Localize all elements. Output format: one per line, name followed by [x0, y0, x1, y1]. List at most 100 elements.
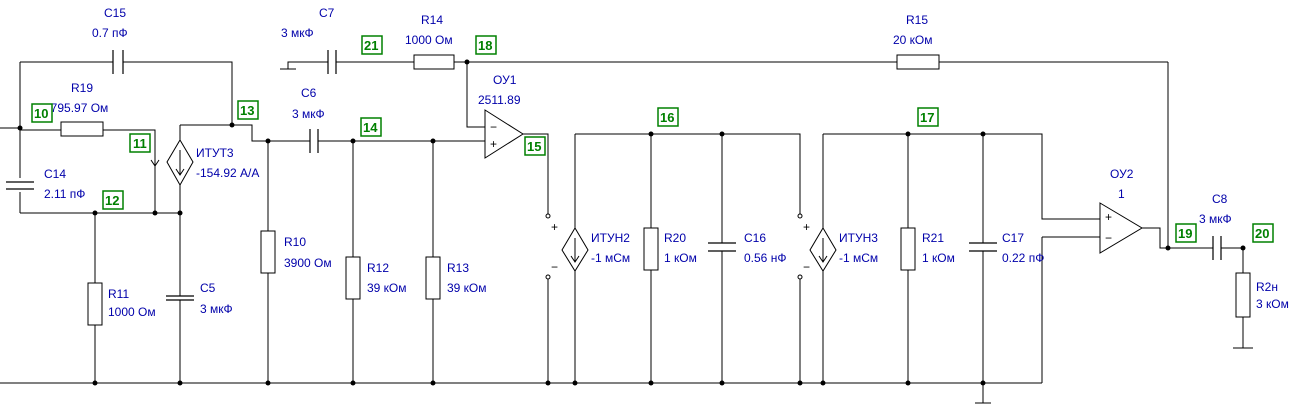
c6-value: 3 мкФ — [292, 107, 325, 121]
r19-name: R19 — [71, 81, 93, 95]
c15-value: 0.7 пФ — [92, 26, 128, 40]
component-labels: C15 0.7 пФ R19 7795.97 Ом C14 2.11 пФ R1… — [44, 6, 1289, 319]
capacitor-c7-symbol[interactable] — [280, 50, 337, 74]
node-tag-10: 10 — [31, 103, 53, 123]
node-tag-19: 19 — [1175, 223, 1197, 243]
c8-name: C8 — [1212, 192, 1228, 206]
capacitor-c5-symbol[interactable] — [166, 295, 194, 301]
ou1-value: 2511.89 — [478, 93, 521, 107]
c17-value: 0.22 пФ — [1002, 251, 1044, 265]
node-tag-17: 17 — [917, 107, 939, 127]
capacitor-c14-symbol[interactable] — [6, 178, 34, 192]
itun2-minus-sign: − — [551, 260, 558, 274]
polarity-signs: − + + − + − + − — [490, 120, 1112, 274]
ou2-name: ОУ2 — [1110, 167, 1134, 181]
c17-name: C17 — [1002, 231, 1024, 245]
r15-name: R15 — [906, 13, 928, 27]
voltage-controlled-source-itun3-symbol[interactable] — [797, 213, 837, 280]
r13-name: R13 — [447, 261, 469, 275]
c5-value: 3 мкФ — [200, 302, 233, 316]
itun2-name: ИТУН2 — [591, 231, 630, 245]
svg-text:14: 14 — [363, 120, 378, 135]
node-tag-18: 18 — [475, 35, 497, 55]
ou2-plus-sign: + — [1105, 210, 1112, 224]
resistor-r15-symbol[interactable] — [896, 54, 940, 70]
junction-dots — [17, 59, 1246, 386]
resistor-r20-symbol[interactable] — [643, 227, 659, 271]
node-tag-11: 11 — [129, 133, 151, 153]
r10-value: 3900 Ом — [284, 256, 332, 270]
resistor-r12-symbol[interactable] — [345, 256, 361, 300]
itun3-minus-sign: − — [803, 260, 810, 274]
ou2-value: 1 — [1118, 187, 1125, 201]
capacitor-c8-symbol[interactable] — [1212, 236, 1222, 260]
r13-value: 39 кОм — [447, 281, 487, 295]
c16-name: C16 — [744, 231, 766, 245]
itun3-name: ИТУН3 — [839, 231, 878, 245]
node-tag-12: 12 — [102, 190, 124, 210]
r20-name: R20 — [664, 231, 686, 245]
r14-value: 1000 Ом — [405, 33, 453, 47]
ou2-minus-sign: − — [1105, 231, 1112, 245]
c7-name: C7 — [319, 6, 335, 20]
resistor-r11-symbol[interactable] — [87, 282, 103, 326]
node-tag-21: 21 — [361, 35, 383, 55]
voltage-controlled-source-itun2-symbol[interactable] — [545, 213, 589, 280]
svg-text:17: 17 — [920, 110, 934, 125]
capacitor-c17-symbol[interactable] — [969, 242, 997, 252]
svg-text:12: 12 — [105, 193, 119, 208]
svg-text:13: 13 — [240, 103, 254, 118]
svg-text:21: 21 — [364, 38, 378, 53]
svg-text:11: 11 — [133, 136, 147, 151]
itut3-name: ИТУТ3 — [196, 146, 234, 160]
r19-value: 7795.97 Ом — [44, 101, 108, 115]
resistor-r2n-symbol[interactable] — [1235, 272, 1251, 318]
c14-name: C14 — [44, 167, 66, 181]
svg-text:10: 10 — [34, 106, 48, 121]
svg-text:19: 19 — [1178, 226, 1192, 241]
node-tags: 10 11 12 13 14 15 16 17 18 19 20 21 — [31, 35, 1274, 243]
opamp-ou1-symbol[interactable] — [484, 109, 524, 159]
itun2-plus-sign: + — [551, 220, 558, 234]
ou1-minus-sign: − — [490, 120, 497, 134]
r15-value: 20 кОм — [893, 33, 933, 47]
capacitor-c6-symbol[interactable] — [309, 129, 319, 153]
resistor-r13-symbol[interactable] — [425, 256, 441, 300]
c16-value: 0.56 нФ — [744, 251, 786, 265]
c7-value: 3 мкФ — [281, 26, 314, 40]
r2n-name: R2н — [1256, 280, 1278, 294]
resistor-r14-symbol[interactable] — [413, 54, 455, 70]
r11-value: 1000 Ом — [108, 305, 156, 319]
c8-value: 3 мкФ — [1199, 212, 1232, 226]
resistor-r21-symbol[interactable] — [900, 227, 916, 271]
r11-name: R11 — [108, 287, 129, 301]
r20-value: 1 кОм — [664, 251, 697, 265]
r12-value: 39 кОм — [367, 281, 407, 295]
svg-text:15: 15 — [527, 139, 541, 154]
r12-name: R12 — [367, 261, 389, 275]
itun2-value: -1 мСм — [591, 251, 630, 265]
c6-name: C6 — [301, 86, 317, 100]
r2n-value: 3 кОм — [1256, 297, 1289, 311]
c5-name: C5 — [200, 281, 216, 295]
capacitor-c16-symbol[interactable] — [708, 242, 736, 252]
node-tag-15: 15 — [524, 136, 546, 156]
ou1-name: ОУ1 — [493, 73, 517, 87]
r21-name: R21 — [922, 231, 944, 245]
resistor-r19-symbol[interactable] — [60, 121, 104, 137]
itut3-value: -154.92 А/А — [196, 166, 259, 180]
node-tag-16: 16 — [657, 107, 679, 127]
node-tag-13: 13 — [237, 100, 259, 120]
c15-name: C15 — [104, 6, 126, 20]
wires — [0, 61, 1253, 404]
svg-text:18: 18 — [478, 38, 492, 53]
resistor-r10-symbol[interactable] — [260, 230, 276, 274]
c14-value: 2.11 пФ — [44, 187, 85, 201]
opamp-ou2-symbol[interactable] — [1099, 202, 1143, 254]
capacitor-c15-symbol[interactable] — [112, 50, 124, 74]
current-source-itut3-symbol[interactable] — [166, 139, 194, 187]
r10-name: R10 — [284, 235, 306, 249]
sense-arrow-icon — [150, 159, 160, 172]
node-tag-20: 20 — [1252, 223, 1274, 243]
